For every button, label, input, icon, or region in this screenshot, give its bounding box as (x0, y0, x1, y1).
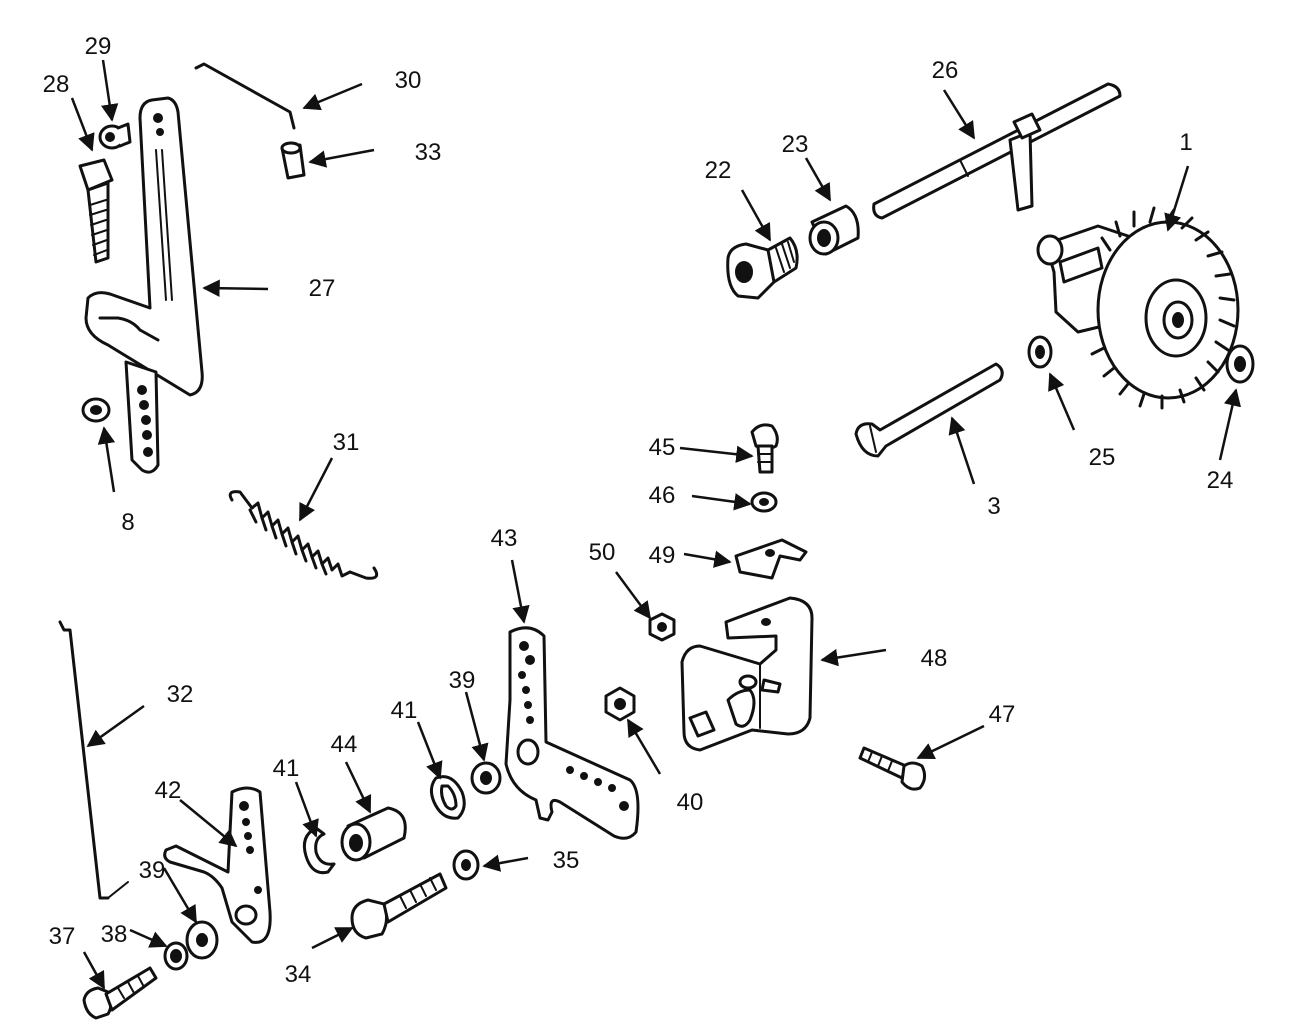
part-governor-gear-1 (1036, 206, 1240, 410)
callout-26: 26 (932, 57, 959, 84)
part-nut-50 (648, 612, 676, 642)
callout-39-middle: 39 (449, 667, 476, 694)
callout-41-left: 41 (273, 755, 300, 782)
callout-29: 29 (85, 33, 112, 60)
part-bushing-23 (808, 204, 860, 256)
callout-47: 47 (989, 701, 1016, 728)
part-washer-39a (185, 920, 219, 960)
callout-3: 3 (987, 493, 1000, 520)
callout-44: 44 (331, 731, 358, 758)
callout-28: 28 (43, 71, 70, 98)
part-swivel-33 (280, 141, 306, 180)
part-washer-25 (1027, 335, 1053, 369)
callout-23: 23 (782, 131, 809, 158)
callout-42: 42 (155, 777, 182, 804)
part-washer-35 (452, 849, 480, 881)
part-link-rod-30 (194, 62, 296, 130)
part-washer-24 (1225, 344, 1255, 384)
callout-34: 34 (285, 961, 312, 988)
part-nut-8 (81, 397, 111, 423)
callout-22: 22 (705, 157, 732, 184)
leader-arrows (70, 59, 1242, 990)
part-screw-47 (858, 746, 927, 791)
part-bushing-29 (98, 122, 132, 150)
callout-33: 33 (415, 139, 442, 166)
part-spacer-44 (340, 806, 407, 862)
part-nut-40 (604, 686, 636, 722)
callout-45: 45 (649, 434, 676, 461)
part-shaft-pin-3 (854, 362, 1004, 458)
part-bolt-34 (350, 872, 448, 940)
callout-43: 43 (491, 525, 518, 552)
part-throttle-plate-43 (504, 626, 640, 840)
part-screw-45 (750, 423, 779, 474)
part-washer-39b (470, 761, 502, 795)
part-governor-spring-31 (228, 490, 379, 580)
part-control-lever-42 (163, 786, 272, 944)
part-retaining-ring-41a (302, 826, 336, 875)
part-clip-49 (734, 538, 808, 580)
callout-25: 25 (1089, 444, 1116, 471)
callout-32: 32 (167, 681, 194, 708)
callout-1: 1 (1179, 129, 1192, 156)
part-lock-washer-38 (163, 941, 189, 971)
callout-49: 49 (649, 542, 676, 569)
callout-50: 50 (589, 539, 616, 566)
part-governor-rod-32 (58, 620, 129, 900)
callout-35: 35 (553, 847, 580, 874)
callout-39-lower: 39 (139, 857, 166, 884)
callout-40: 40 (677, 789, 704, 816)
callout-8: 8 (121, 509, 134, 536)
part-bolt-37 (82, 966, 158, 1020)
callout-38: 38 (101, 921, 128, 948)
callout-48: 48 (921, 645, 948, 672)
part-retaining-ring-41b (429, 775, 466, 820)
part-bolt-28 (78, 158, 114, 264)
callout-30: 30 (395, 67, 422, 94)
part-governor-shaft-26 (872, 82, 1122, 220)
callout-24: 24 (1207, 467, 1234, 494)
callout-41-right: 41 (391, 697, 418, 724)
part-bracket-48 (680, 596, 814, 752)
callout-labels: 1 3 8 22 23 24 25 26 27 28 29 30 31 32 3… (43, 33, 1234, 988)
part-governor-lever (84, 96, 204, 474)
callout-31: 31 (333, 429, 360, 456)
callout-27: 27 (309, 275, 336, 302)
callout-46: 46 (649, 482, 676, 509)
part-lock-washer-46 (750, 491, 778, 513)
part-plug-22 (726, 236, 799, 300)
callout-37: 37 (49, 923, 76, 950)
